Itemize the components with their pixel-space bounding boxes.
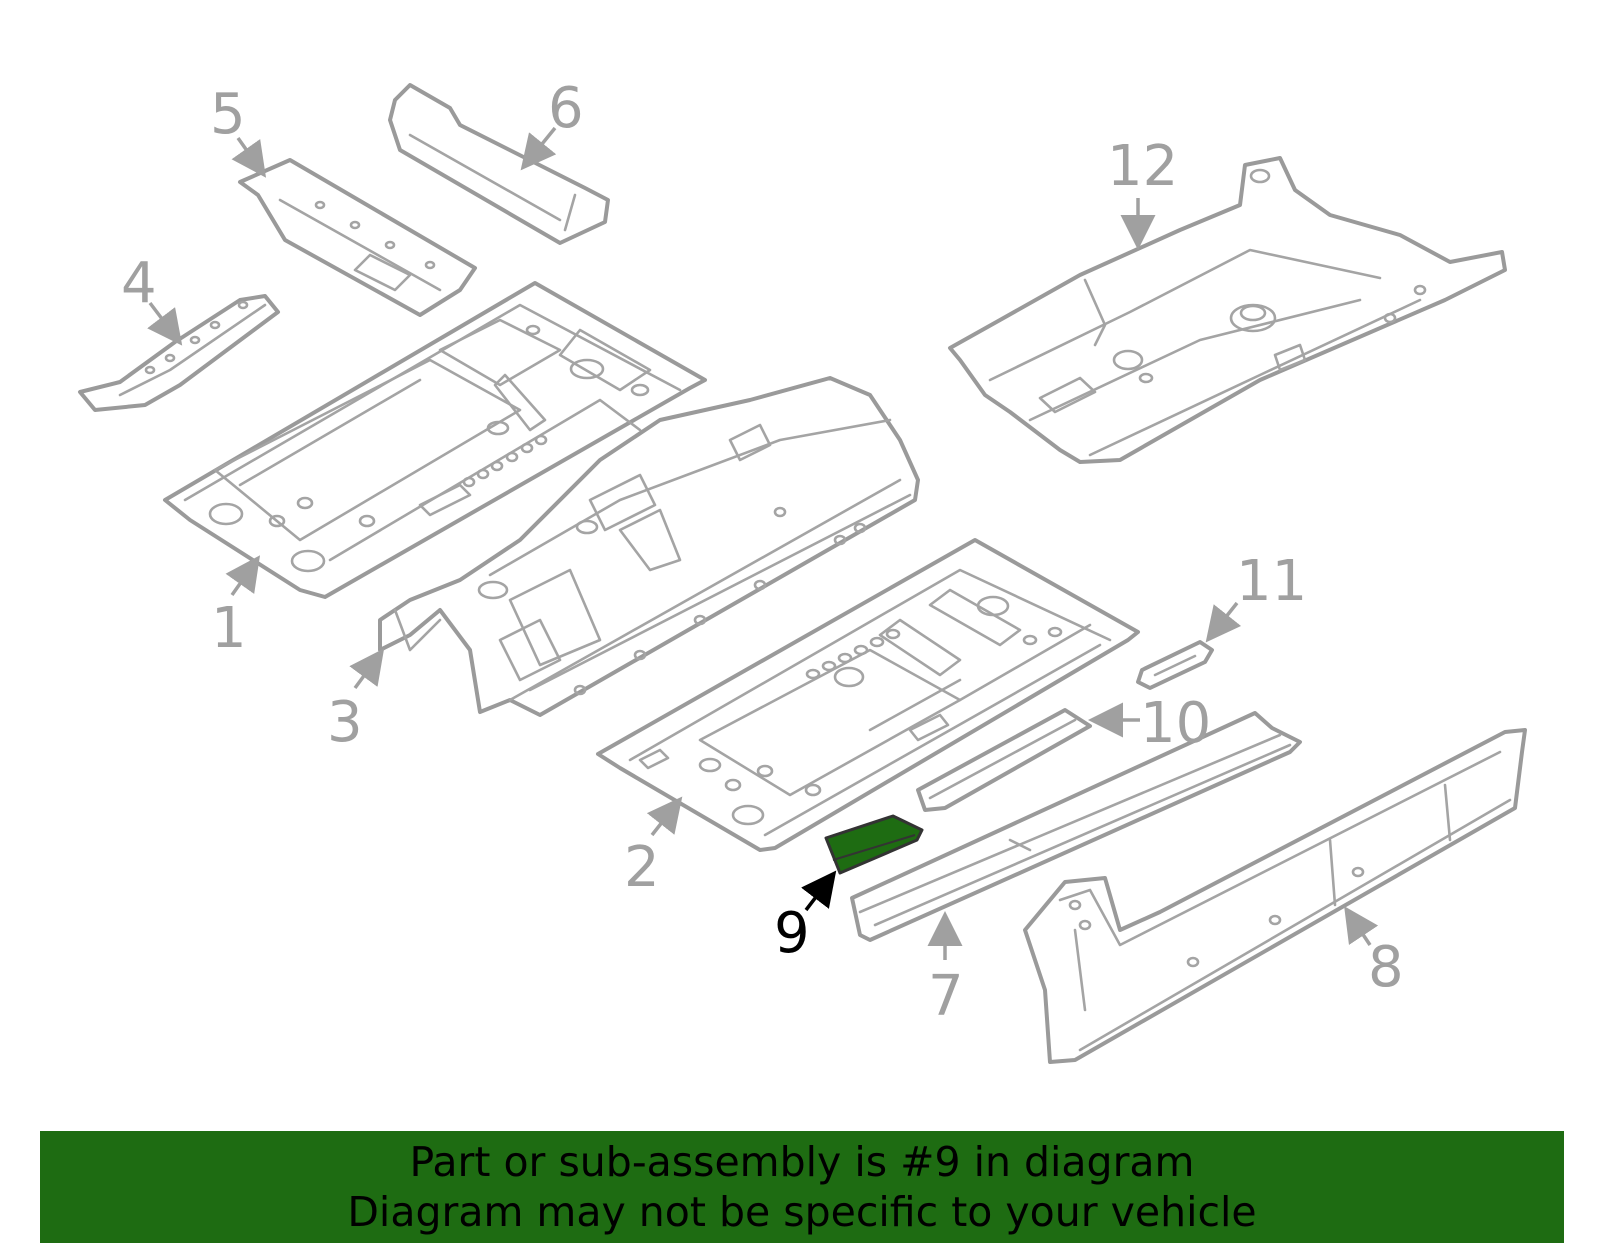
callout-7: 7 — [928, 964, 964, 1029]
part-5-crossmember[interactable] — [238, 158, 477, 317]
banner-line-2: Diagram may not be specific to your vehi… — [347, 1188, 1257, 1236]
callout-1: 1 — [211, 596, 247, 661]
part-3-tunnel[interactable] — [378, 376, 920, 717]
callout-12: 12 — [1107, 134, 1178, 199]
part-1-floor-pan[interactable] — [163, 281, 707, 599]
part-7-sill[interactable] — [850, 711, 1302, 942]
part-10-reinforcement[interactable] — [916, 708, 1092, 812]
banner-line-1: Part or sub-assembly is #9 in diagram — [409, 1138, 1195, 1186]
part-6-member[interactable] — [388, 83, 610, 245]
callout-8: 8 — [1368, 935, 1404, 1000]
callout-10: 10 — [1140, 691, 1211, 756]
part-4-bracket[interactable] — [78, 294, 280, 412]
callout-9: 9 — [774, 901, 810, 966]
part-2-floor-pan[interactable] — [596, 538, 1140, 852]
part-12-rear-floor[interactable] — [948, 156, 1507, 464]
callout-5: 5 — [210, 82, 246, 147]
callout-4: 4 — [121, 251, 157, 316]
callout-6: 6 — [548, 76, 584, 141]
callout-3: 3 — [327, 690, 363, 755]
callout-11: 11 — [1236, 549, 1307, 614]
info-banner: Part or sub-assembly is #9 in diagram Di… — [40, 1131, 1564, 1243]
part-11-bracket[interactable] — [1136, 640, 1214, 690]
callout-2: 2 — [624, 835, 660, 900]
leader-arrows — [147, 126, 1379, 960]
part-8-rocker[interactable] — [1023, 728, 1527, 1064]
part-9-highlighted[interactable] — [824, 814, 924, 875]
